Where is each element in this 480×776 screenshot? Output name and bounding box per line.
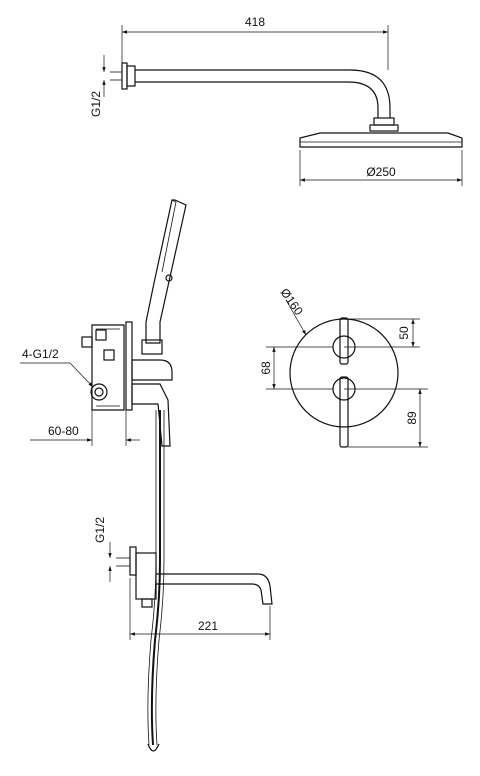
wall-depth-label: 60-80 — [48, 424, 79, 438]
mixer-lever-top — [131, 359, 173, 381]
shower-arm-lower-edge — [135, 81, 379, 118]
spout-flange — [129, 546, 137, 576]
head-ball-joint — [369, 124, 399, 132]
arm-thread-label: G1/2 — [89, 91, 103, 117]
dimension-handle-offset-top: 50 — [344, 318, 420, 348]
shower-arm-upper-edge — [135, 69, 391, 118]
hose-line-a — [150, 410, 161, 746]
hose-connector — [141, 598, 153, 608]
plate-diameter-label: Ø160 — [278, 286, 306, 318]
spout-thread-label: G1/2 — [93, 517, 107, 543]
arm-wall-flange — [121, 62, 128, 90]
dimension-arm-thread: G1/2 — [89, 55, 106, 117]
head-diameter-label: Ø250 — [366, 165, 396, 179]
dimension-head-diameter: Ø250 — [299, 150, 463, 186]
dimension-body-threads: 4-G1/2 — [20, 347, 94, 388]
shower-arm-view — [110, 62, 463, 148]
dimension-spout-thread: G1/2 — [93, 517, 112, 582]
port-bottom-outer — [90, 383, 108, 401]
head-connector-nut — [373, 117, 395, 126]
shower-holder — [141, 339, 163, 355]
temperature-lever — [339, 376, 349, 448]
port-bottom-inner — [94, 387, 104, 397]
dimension-handle-offset-bottom: 89 — [344, 388, 428, 448]
hose-line-c — [155, 410, 165, 746]
arm-flange-collar — [126, 65, 136, 87]
cover-plate-front — [289, 318, 399, 428]
arm-length-label: 418 — [245, 15, 265, 29]
bath-spout — [116, 546, 273, 608]
spout-arm — [156, 573, 273, 605]
port-left — [81, 336, 93, 348]
mixer-front-view — [289, 317, 399, 448]
diverter-body — [135, 552, 157, 600]
body-threads-label: 4-G1/2 — [22, 347, 59, 361]
dimension-handle-spacing: 68 — [259, 346, 333, 390]
handle-spacing-label: 68 — [259, 361, 273, 375]
port-mid — [103, 349, 115, 361]
handle-offset-top-label: 50 — [397, 326, 411, 340]
mixer-lever-bottom — [131, 383, 171, 447]
hand-shower-body — [145, 199, 187, 344]
hose-end — [147, 743, 160, 752]
dimension-arm-length: 418 — [121, 15, 389, 70]
dimension-plate-diameter: Ø160 — [278, 286, 307, 336]
mixer-housing — [91, 324, 125, 411]
shower-head — [299, 132, 463, 148]
hand-shower-button — [165, 274, 173, 282]
handle-offset-bottom-label: 89 — [405, 411, 419, 425]
spout-length-label: 221 — [198, 619, 218, 633]
hand-shower — [141, 199, 187, 355]
diverter-lever — [339, 317, 349, 365]
dimension-wall-depth: 60-80 — [30, 410, 140, 446]
cover-plate-side — [125, 321, 133, 411]
dimension-spout-length: 221 — [129, 578, 271, 640]
port-top — [95, 329, 107, 341]
concealed-mixer-body — [81, 321, 173, 447]
